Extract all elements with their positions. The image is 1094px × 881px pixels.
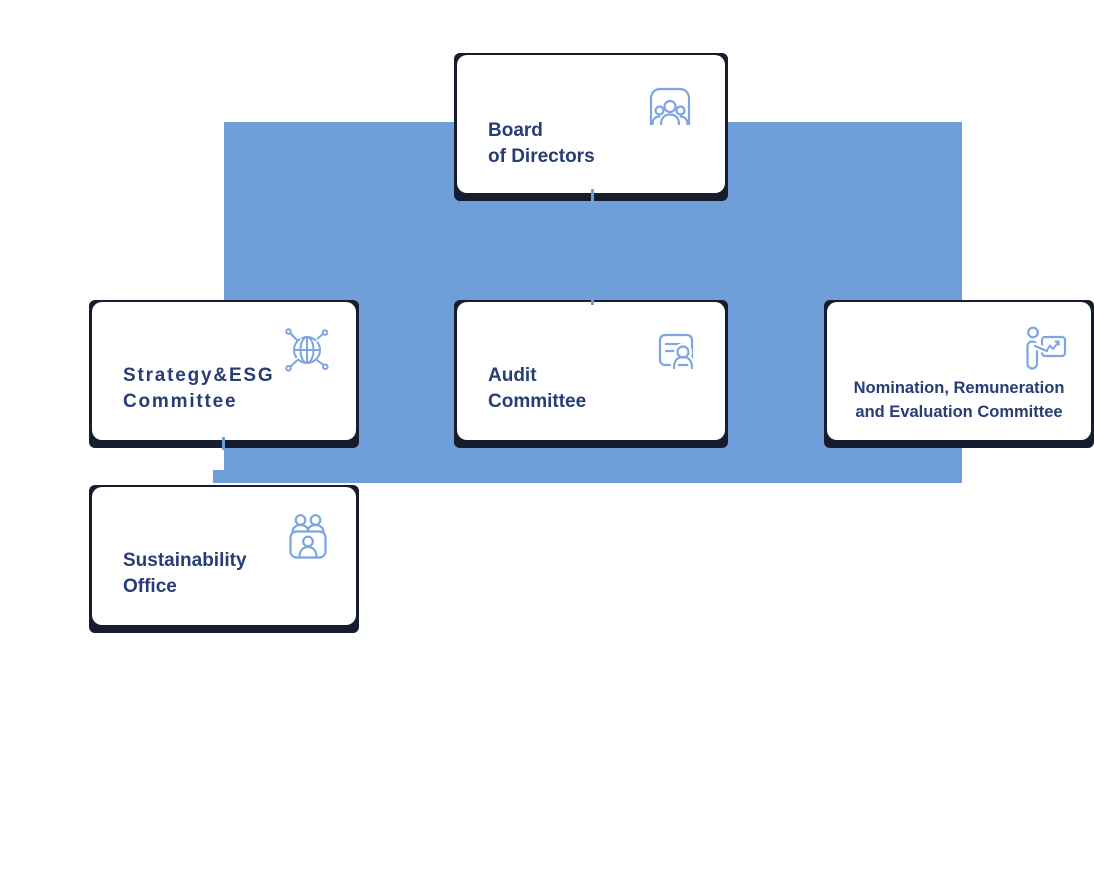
connector-tick-board xyxy=(591,189,594,203)
audit-card-surface: Audit Committee xyxy=(457,302,725,440)
strategy-esg-committee-card: Strategy&ESG Committee xyxy=(89,300,359,448)
audit-document-person-icon xyxy=(657,332,695,370)
connector-tick-audit xyxy=(591,299,594,305)
label-line: Sustainability xyxy=(123,550,247,571)
label-line: and Evaluation Committee xyxy=(855,403,1063,421)
network-globe-icon xyxy=(281,324,331,374)
card-title: Strategy&ESG Committee xyxy=(123,363,274,415)
nomination-card-surface: Nomination, Remuneration and Evaluation … xyxy=(827,302,1091,440)
card-title: Nomination, Remuneration and Evaluation … xyxy=(839,376,1079,424)
label-line: Office xyxy=(123,576,177,597)
strategy-esg-card-surface: Strategy&ESG Committee xyxy=(92,302,356,440)
sustainability-card-surface: Sustainability Office xyxy=(92,487,356,625)
label-line: Audit xyxy=(488,365,537,386)
meeting-table-icon xyxy=(288,513,328,559)
sustainability-office-card: Sustainability Office xyxy=(89,485,359,633)
presenter-chart-icon xyxy=(1021,326,1067,370)
label-line: of Directors xyxy=(488,146,595,167)
audit-committee-card: Audit Committee xyxy=(454,300,728,448)
connector-step xyxy=(213,470,225,483)
nomination-remuneration-committee-card: Nomination, Remuneration and Evaluation … xyxy=(824,300,1094,448)
label-line: Committee xyxy=(488,391,587,412)
card-title: Audit Committee xyxy=(488,363,586,415)
label-line: Committee xyxy=(123,391,238,412)
board-of-directors-card-surface: Board of Directors xyxy=(457,55,725,193)
label-line: Nomination, Remuneration xyxy=(853,379,1065,397)
connector-tick-strategy xyxy=(222,437,225,450)
board-of-directors-card: Board of Directors xyxy=(454,53,728,201)
card-title: Board of Directors xyxy=(488,118,595,170)
label-line: Strategy&ESG xyxy=(123,365,275,386)
people-group-icon xyxy=(647,85,693,125)
label-line: Board xyxy=(488,120,543,141)
card-title: Sustainability Office xyxy=(123,548,247,600)
